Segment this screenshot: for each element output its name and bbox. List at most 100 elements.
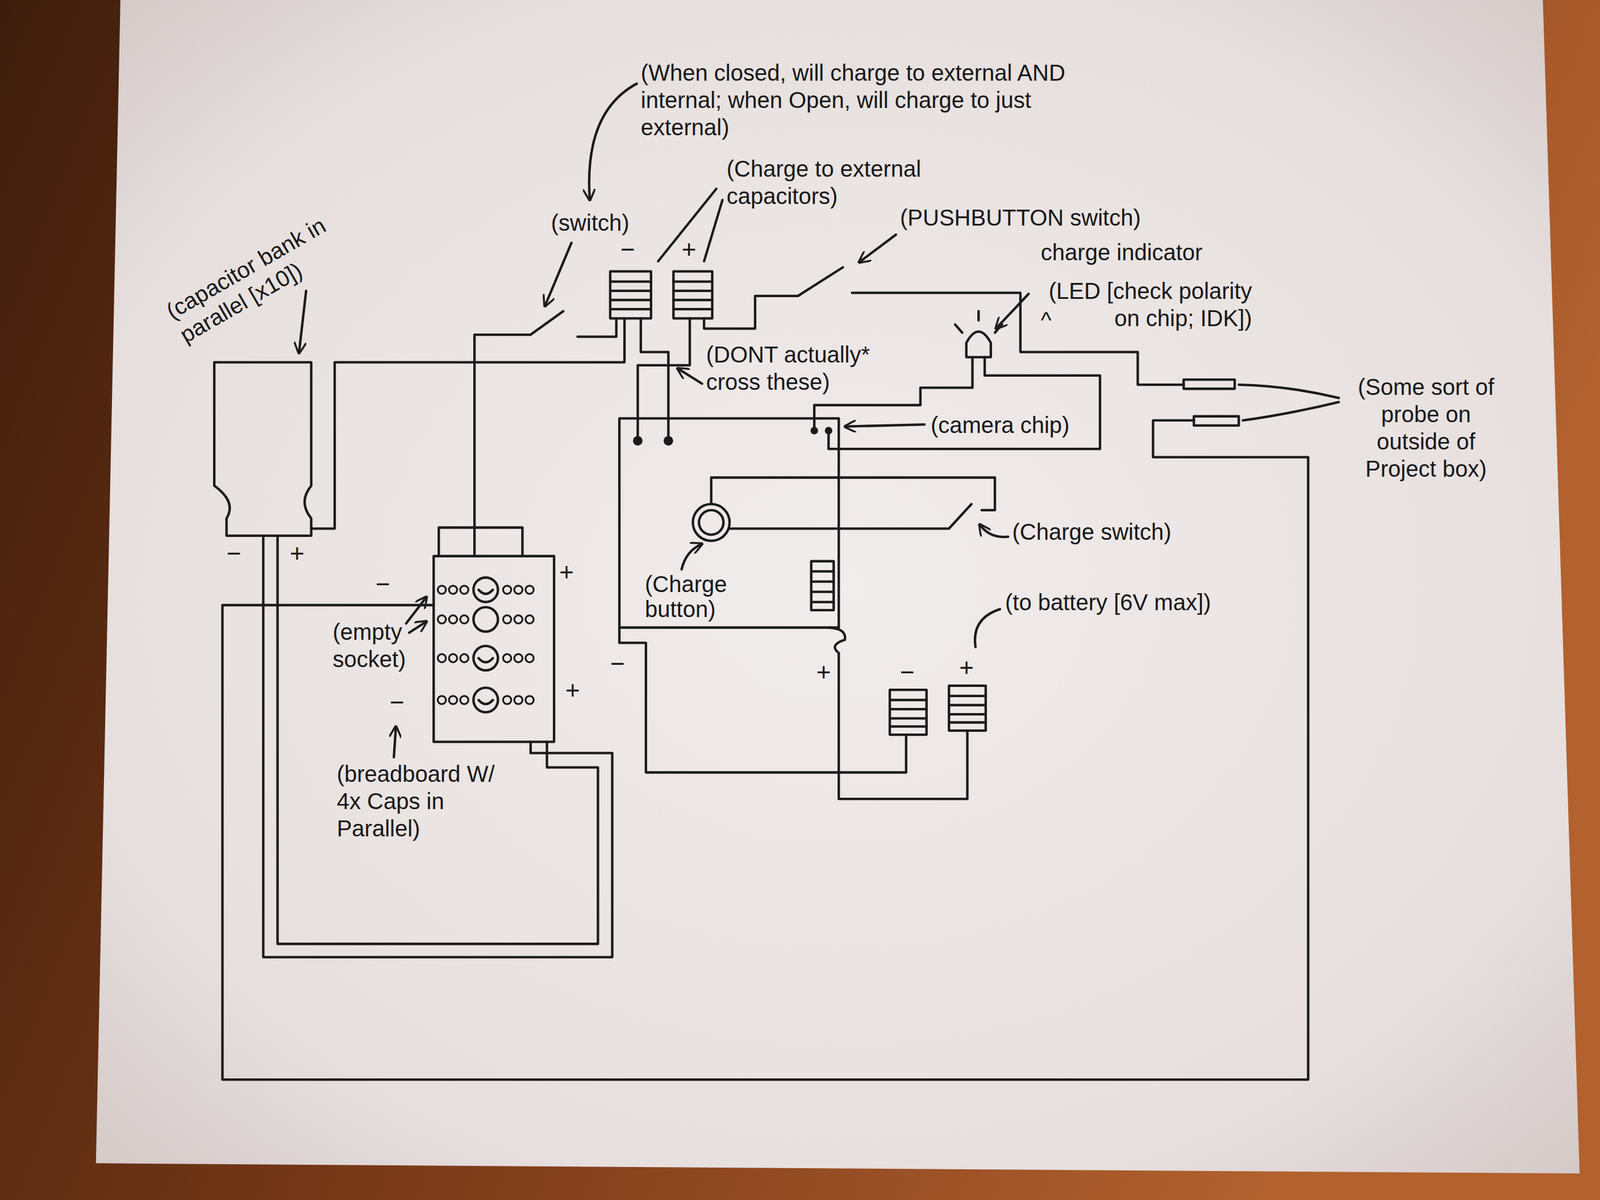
wire (711, 477, 995, 510)
wire (637, 318, 690, 441)
leader-arrow (409, 621, 427, 633)
socket-hole (437, 615, 446, 624)
junction-dot (826, 427, 832, 433)
socket-hole (502, 696, 511, 704)
socket-hole (514, 615, 523, 624)
socket-hole (502, 585, 511, 594)
leader-arrow (393, 726, 397, 758)
wire (474, 334, 531, 557)
capacitor-mark (478, 589, 493, 704)
chip-connector-stripes (811, 571, 835, 603)
socket-hole (514, 696, 523, 704)
drawing (214, 83, 1339, 1080)
socket-hole (514, 653, 523, 662)
leader-arrow (406, 597, 427, 624)
camera-chip-board (619, 418, 839, 628)
leader-arrow (544, 242, 572, 306)
probe-contact (1193, 416, 1239, 426)
terminal-block (673, 271, 712, 319)
wire (277, 535, 598, 944)
switch-blade (530, 311, 564, 335)
callout-note: (DONT actually* cross these) (706, 340, 911, 396)
socket-hole (448, 653, 457, 662)
leader-arrow (996, 293, 1029, 329)
socket-hole (437, 696, 446, 704)
capacitor-symbol (473, 607, 498, 632)
socket-hole (502, 615, 511, 624)
callout-note: (Charge to external capacitors) (726, 155, 1013, 210)
wire (438, 527, 523, 556)
chip-connector (811, 561, 835, 611)
polarity-sign: − (226, 538, 242, 569)
socket-hole (460, 585, 469, 594)
part-label: (Charge switch) (1012, 518, 1172, 546)
terminal-stripes (948, 696, 986, 723)
socket-hole (525, 615, 534, 624)
polarity-sign: − (620, 234, 636, 265)
leader-arrow (298, 290, 307, 354)
terminal-stripes (610, 281, 652, 310)
polarity-sign: + (816, 657, 832, 688)
capacitor-symbol (473, 577, 498, 602)
socket-hole (460, 615, 469, 624)
leader-arrow (681, 543, 703, 570)
chip-lead-curl (828, 627, 845, 653)
part-label: (breadboard W/ 4x Caps in Parallel) (336, 760, 495, 843)
part-label: (Charge button) (644, 571, 773, 622)
breadboard (433, 556, 554, 743)
part-label: (switch) (551, 209, 630, 237)
polarity-sign: + (681, 234, 697, 265)
part-label: (PUSHBUTTON switch) (900, 203, 1141, 232)
junction-dots (634, 427, 832, 445)
socket-hole (514, 585, 523, 594)
wire (222, 420, 1309, 1080)
polarity-sign: − (900, 657, 915, 688)
capacitor-bank (214, 362, 312, 536)
junction-dot (811, 427, 818, 433)
leader-bracket (1238, 384, 1339, 398)
pushbutton-blade (797, 267, 843, 297)
socket-hole (448, 585, 457, 594)
socket-hole (460, 653, 469, 662)
charge-button-inner (698, 510, 724, 535)
wire (703, 296, 798, 329)
led-bulb (966, 331, 991, 358)
wire (311, 318, 625, 529)
polarity-sign: − (389, 687, 405, 718)
leader-arrow (979, 524, 1008, 537)
terminal-stripes (889, 700, 927, 727)
wire (640, 318, 669, 441)
leader-bracket (1242, 402, 1339, 421)
probe-contact (1183, 379, 1235, 389)
terminal-stripes (673, 281, 712, 310)
socket-hole (525, 696, 534, 704)
callout-note: (LED [check polarity on chip; IDK]) (1032, 277, 1252, 332)
paper-sheet (96, 0, 1580, 1174)
leader-line (703, 200, 723, 262)
capacitor-symbol (473, 646, 498, 671)
junction-dot (634, 437, 642, 445)
socket-hole (437, 653, 446, 662)
polarity-sign: + (565, 675, 581, 706)
terminal-block (948, 685, 986, 731)
socket-hole (437, 585, 446, 594)
part-label: (capacitor bank in parallel [x10]) (161, 178, 401, 349)
wire (828, 357, 1100, 450)
charge-switch-blade (729, 503, 972, 529)
socket-hole (448, 615, 457, 624)
polarity-sign: + (289, 538, 305, 569)
junction-dot (664, 437, 673, 445)
wire (577, 318, 616, 337)
callout-note: (to battery [6V max]) (1005, 588, 1211, 616)
leader-arrow (859, 234, 897, 262)
leader-arrow (844, 424, 925, 427)
socket-hole (525, 585, 534, 594)
socket-hole (502, 653, 511, 662)
wire (263, 535, 612, 958)
socket-hole (460, 696, 469, 704)
polarity-sign: − (375, 569, 391, 600)
socket-holes (437, 585, 534, 704)
part-label: charge indicator (1040, 238, 1203, 266)
